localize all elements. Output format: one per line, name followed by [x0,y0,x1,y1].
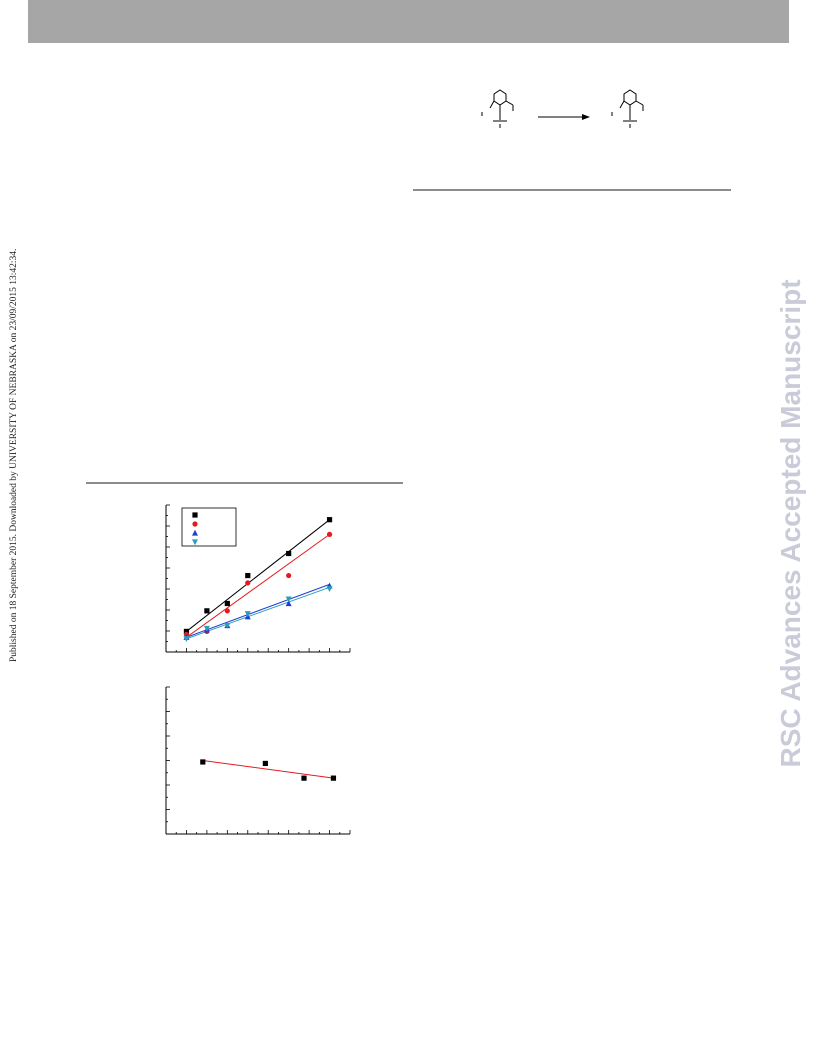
legend-marker-series-1 [192,512,198,518]
fit-line-1 [202,760,334,779]
top-chart-fit-lines [186,519,330,640]
data-point-series-4 [285,596,292,603]
legend-markers [192,512,198,546]
fit-line-1 [186,519,330,632]
legend-box [181,507,237,547]
rate-plot-top [165,504,351,653]
download-notice: Published on 18 September 2015. Download… [9,248,19,662]
top-chart-points [183,517,333,642]
data-point-series-1 [326,517,333,523]
data-point-series-2 [224,608,230,614]
bottom-chart-fit-line [202,760,334,779]
legend-marker-series-4 [192,539,198,546]
data-point-series-4 [203,625,210,632]
data-point-series-4 [326,586,333,592]
bottom-chart-points [200,759,337,781]
product-structure [611,89,644,128]
journal-header-bar [28,0,789,43]
reaction-scheme [481,89,644,128]
rate-plot-bottom [165,686,351,835]
data-point-series-3 [285,600,292,607]
data-point-series-2 [286,572,292,579]
data-point-series-4 [224,622,231,629]
fit-line-2 [186,533,330,638]
data-point-series-1 [301,775,307,781]
data-point-series-1 [204,608,210,614]
section-rule-right [413,189,731,191]
fit-line-3 [186,583,330,638]
data-point-series-1 [330,775,337,781]
reaction-arrow [538,114,590,120]
data-point-series-1 [286,550,292,557]
legend-marker-series-2 [192,521,198,527]
data-point-series-4 [183,636,190,642]
data-point-series-1 [262,760,268,767]
data-point-series-1 [224,600,230,607]
section-rule-left [86,482,403,484]
data-point-series-1 [245,572,251,579]
data-point-series-1 [183,628,190,635]
legend-marker-series-3 [192,529,198,536]
fit-line-4 [186,586,330,640]
top-chart-legend [181,507,237,547]
top-chart-axes [165,504,351,653]
data-point-series-4 [244,611,251,617]
data-point-series-2 [245,580,251,586]
reactant-structure [481,89,514,128]
bottom-chart-axes [165,686,351,835]
accepted-manuscript-watermark: RSC Advances Accepted Manuscript [775,279,806,768]
data-point-series-1 [200,759,206,765]
data-point-series-2 [326,531,333,537]
